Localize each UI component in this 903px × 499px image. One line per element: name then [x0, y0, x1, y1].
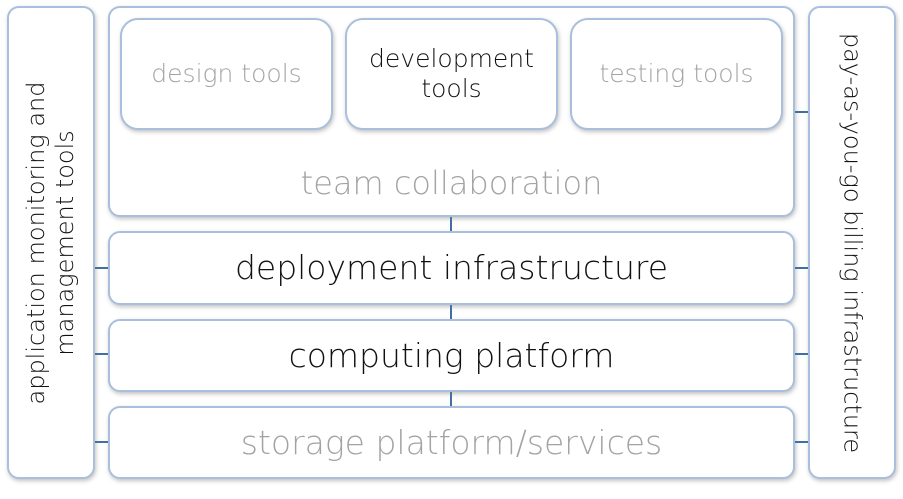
connector-right-collab [794, 111, 810, 113]
deployment-infrastructure-label: deployment infrastructure [234, 248, 669, 288]
testing-tools-label: testing tools [599, 59, 754, 88]
connector-left-computing [94, 353, 110, 355]
connector-left-storage [94, 441, 110, 443]
billing-infrastructure-panel: pay-as-you-go billing infrastructure [808, 6, 896, 479]
deployment-infrastructure-box: deployment infrastructure [108, 231, 795, 305]
computing-platform-label: computing platform [288, 335, 615, 375]
development-tools-box: development tools [345, 18, 558, 130]
connector-right-storage [794, 441, 810, 443]
connector-deployment-computing [450, 303, 452, 321]
development-tools-label: development tools [369, 44, 534, 103]
testing-tools-box: testing tools [570, 18, 783, 130]
team-collaboration-label: team collaboration [300, 164, 603, 202]
monitoring-tools-label-line2: management tools [51, 129, 79, 356]
computing-platform-box: computing platform [108, 319, 795, 392]
connector-right-deployment [794, 267, 810, 269]
connector-left-deployment [94, 267, 110, 269]
monitoring-tools-panel: application monitoring and management to… [7, 6, 95, 479]
storage-platform-label: storage platform/services [240, 422, 663, 462]
billing-infrastructure-label: pay-as-you-go billing infrastructure [838, 32, 867, 453]
design-tools-label: design tools [151, 59, 302, 88]
monitoring-tools-label-line1: application monitoring and [22, 81, 51, 404]
connector-right-computing [794, 353, 810, 355]
monitoring-tools-label: application monitoring and management to… [22, 81, 80, 404]
connector-computing-storage [450, 390, 452, 408]
connector-collab-deployment [450, 215, 452, 233]
design-tools-box: design tools [120, 18, 333, 130]
storage-platform-box: storage platform/services [108, 406, 795, 479]
